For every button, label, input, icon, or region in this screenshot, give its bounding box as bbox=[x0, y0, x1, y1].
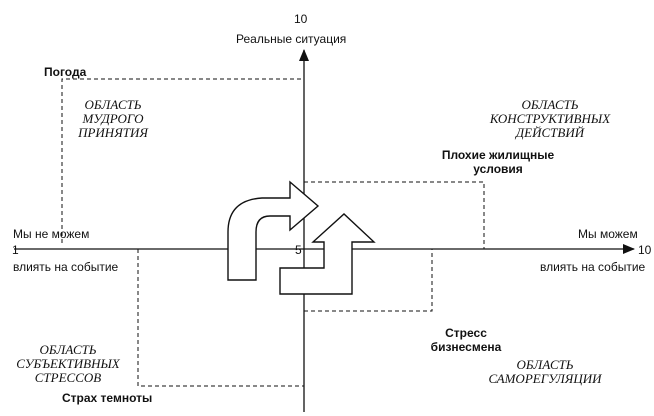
example-fear-of-dark: Страх темноты bbox=[62, 391, 153, 405]
region-title-line: ОБЛАСТЬ bbox=[516, 357, 574, 372]
region-title-line: МУДРОГО bbox=[82, 111, 144, 126]
right-axis-label-top: Мы можем bbox=[578, 227, 638, 241]
region-title-line: ДЕЙСТВИЙ bbox=[515, 125, 585, 140]
example-weather: Погода bbox=[44, 65, 87, 79]
region-title-line: ОБЛАСТЬ bbox=[521, 97, 579, 112]
left-axis-label-bottom: влиять на событие bbox=[13, 260, 119, 274]
example-line: условия bbox=[473, 162, 523, 176]
curved-arrow bbox=[227, 180, 320, 281]
example-bad-housing: Плохие жилищные условия bbox=[428, 148, 568, 176]
x-axis-min-tick: 1 bbox=[12, 243, 19, 257]
region-title-subjective-stress: ОБЛАСТЬ СУБЪЕКТИВНЫХ СТРЕССОВ bbox=[8, 343, 128, 385]
region-top-right bbox=[304, 181, 485, 249]
right-axis-label-bottom: влиять на событие bbox=[540, 260, 646, 274]
region-title-line: СУБЪЕКТИВНЫХ bbox=[16, 356, 120, 371]
left-axis-label-top: Мы не можем bbox=[13, 227, 90, 241]
region-bottom-right bbox=[304, 249, 433, 312]
y-axis-max-tick: 10 bbox=[294, 12, 308, 26]
x-axis-max-tick: 10 bbox=[638, 243, 652, 257]
example-businessman-stress: Стресс бизнесмена bbox=[416, 326, 516, 354]
region-title-line: КОНСТРУКТИВНЫХ bbox=[489, 111, 611, 126]
up-arrow bbox=[279, 213, 376, 295]
region-title-constructive-actions: ОБЛАСТЬ КОНСТРУКТИВНЫХ ДЕЙСТВИЙ bbox=[460, 98, 640, 140]
region-title-line: САМОРЕГУЛЯЦИИ bbox=[488, 371, 602, 386]
region-title-wise-acceptance: ОБЛАСТЬ МУДРОГО ПРИНЯТИЯ bbox=[58, 98, 168, 140]
region-title-line: СТРЕССОВ bbox=[34, 370, 102, 385]
example-line: Плохие жилищные bbox=[441, 148, 555, 162]
region-title-line: ОБЛАСТЬ bbox=[84, 97, 142, 112]
example-line: бизнесмена bbox=[430, 340, 502, 354]
y-axis-title: Реальные ситуация bbox=[236, 32, 347, 46]
x-axis-center-tick: 5 bbox=[295, 243, 302, 257]
region-title-self-regulation: ОБЛАСТЬ САМОРЕГУЛЯЦИИ bbox=[470, 358, 620, 386]
region-title-line: ОБЛАСТЬ bbox=[39, 342, 97, 357]
region-bottom-left bbox=[137, 249, 304, 387]
region-top-left bbox=[61, 78, 304, 243]
region-title-line: ПРИНЯТИЯ bbox=[78, 125, 148, 140]
example-line: Стресс bbox=[445, 326, 487, 340]
